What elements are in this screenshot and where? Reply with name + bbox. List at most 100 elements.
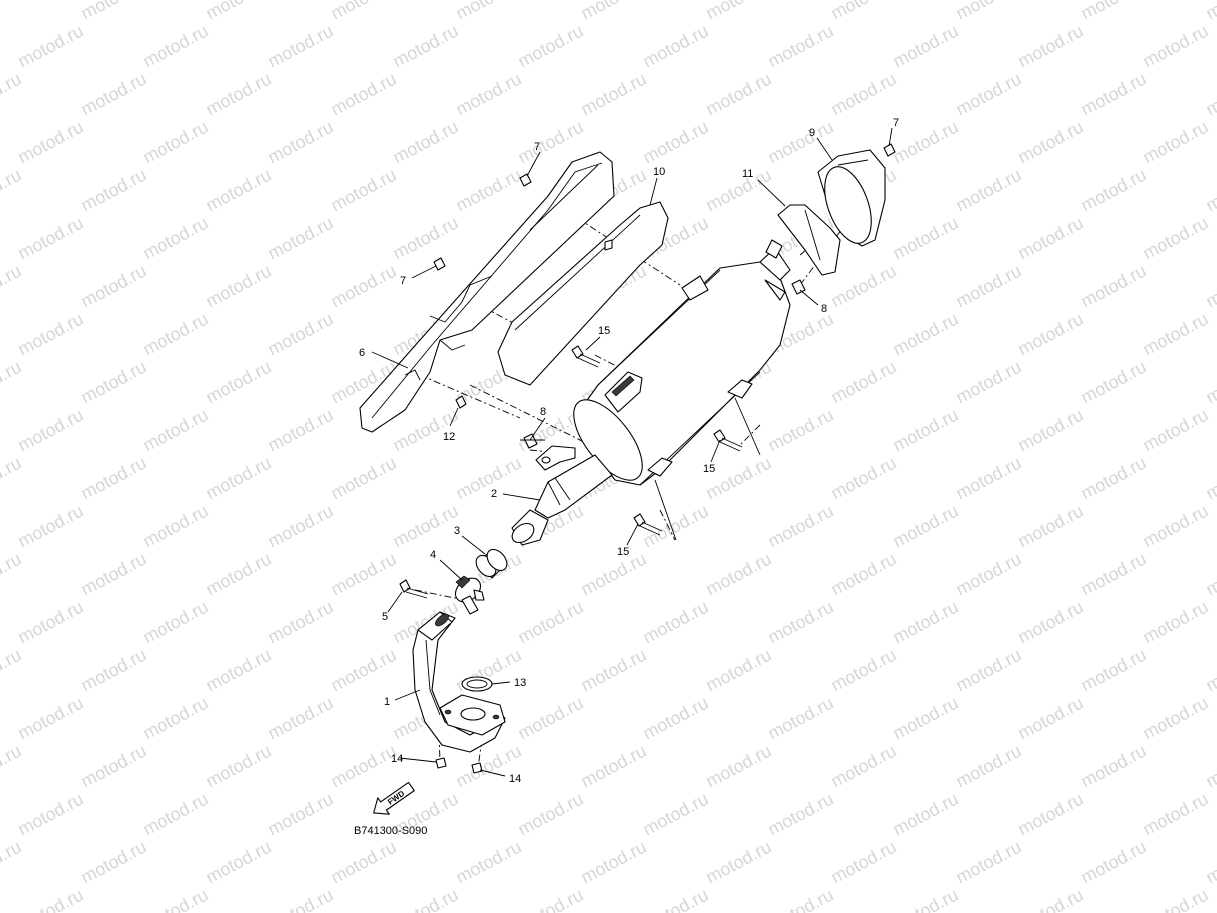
callout-6: 6 xyxy=(359,347,365,359)
watermark-text: motod.ru xyxy=(889,21,961,72)
watermark-text: motod.ru xyxy=(139,309,211,360)
part-4-clamp xyxy=(454,575,485,615)
watermark-text: motod.ru xyxy=(764,501,836,552)
bolt-5 xyxy=(399,579,429,599)
watermark-text: motod.ru xyxy=(264,789,336,840)
callout-2: 2 xyxy=(491,488,497,500)
watermark-text: motod.ru xyxy=(202,549,274,600)
watermark-text: motod.ru xyxy=(952,165,1024,216)
watermark-text: motod.ru xyxy=(889,501,961,552)
watermark-text: motod.ru xyxy=(1014,501,1086,552)
watermark-text: motod.ru xyxy=(639,885,711,913)
part-1-exhaust-pipe xyxy=(412,611,506,753)
callout-7-upper: 7 xyxy=(534,141,540,153)
nut-8-left xyxy=(523,433,538,449)
watermark-text: motod.ru xyxy=(639,21,711,72)
watermark-text: motod.ru xyxy=(139,789,211,840)
watermark-text: motod.ru xyxy=(514,597,586,648)
watermark-text: motod.ru xyxy=(639,789,711,840)
watermark-text: motod.ru xyxy=(577,549,649,600)
watermark-text: motod.ru xyxy=(0,645,25,696)
watermark-text: motod.ru xyxy=(1077,741,1149,792)
watermark-text: motod.ru xyxy=(1014,885,1086,913)
watermark-text: motod.ru xyxy=(14,21,86,72)
nut-7-left xyxy=(433,257,446,271)
callout-5: 5 xyxy=(382,611,388,623)
watermark-text: motod.ru xyxy=(202,837,274,888)
part-6-heat-protector xyxy=(359,151,615,433)
watermark-text: motod.ru xyxy=(1139,789,1211,840)
callout-14-right: 14 xyxy=(509,773,521,785)
watermark-text: motod.ru xyxy=(1014,789,1086,840)
leader-lines xyxy=(371,127,893,777)
watermark-text: motod.ru xyxy=(639,117,711,168)
part-11-end-cover xyxy=(777,204,841,276)
watermark-text: motod.ru xyxy=(827,645,899,696)
watermark-text: motod.ru xyxy=(764,885,836,913)
callout-11: 11 xyxy=(742,168,753,180)
watermark-text: motod.ru xyxy=(827,0,899,24)
callout-15-lower: 15 xyxy=(617,546,629,558)
watermark-text: motod.ru xyxy=(139,885,211,913)
watermark-text: motod.ru xyxy=(77,453,149,504)
part-10-heat-plate xyxy=(497,201,669,386)
watermark-text: motod.ru xyxy=(577,837,649,888)
watermark-text: motod.ru xyxy=(1202,69,1217,120)
watermark-text: motod.ru xyxy=(1014,693,1086,744)
watermark-text: motod.ru xyxy=(764,117,836,168)
watermark-text: motod.ru xyxy=(1014,117,1086,168)
watermark-text: motod.ru xyxy=(0,261,25,312)
watermark-text: motod.ru xyxy=(702,453,774,504)
part-12-clip xyxy=(455,395,467,409)
callout-13: 13 xyxy=(514,677,526,689)
part-3-gasket xyxy=(475,548,508,579)
watermark-text: motod.ru xyxy=(1202,0,1217,24)
watermark-text: motod.ru xyxy=(889,117,961,168)
watermark-text: motod.ru xyxy=(702,741,774,792)
watermark-text: motod.ru xyxy=(1202,357,1217,408)
callout-8-right: 8 xyxy=(821,303,827,315)
nut-14-right xyxy=(471,762,483,774)
watermark-text: motod.ru xyxy=(1139,885,1211,913)
callout-3: 3 xyxy=(454,525,460,537)
watermark-text: motod.ru xyxy=(702,645,774,696)
part-2-muffler xyxy=(511,239,791,546)
watermark-text: motod.ru xyxy=(0,69,25,120)
watermark-text: motod.ru xyxy=(202,357,274,408)
watermark-text: motod.ru xyxy=(1014,405,1086,456)
callout-1: 1 xyxy=(384,696,390,708)
watermark-text: motod.ru xyxy=(139,21,211,72)
watermark-text: motod.ru xyxy=(1014,309,1086,360)
watermark-text: motod.ru xyxy=(702,165,774,216)
watermark-text: motod.ru xyxy=(889,693,961,744)
callout-10: 10 xyxy=(653,166,665,178)
watermark-text: motod.ru xyxy=(264,405,336,456)
watermark-text: motod.ru xyxy=(1139,501,1211,552)
watermark-text: motod.ru xyxy=(202,453,274,504)
watermark-text: motod.ru xyxy=(264,213,336,264)
watermark-text: motod.ru xyxy=(1077,549,1149,600)
watermark-text: motod.ru xyxy=(0,165,25,216)
watermark-text: motod.ru xyxy=(514,693,586,744)
watermark-text: motod.ru xyxy=(889,789,961,840)
watermark-text: motod.ru xyxy=(1202,165,1217,216)
nut-7-upper xyxy=(519,173,532,187)
watermark-text: motod.ru xyxy=(0,549,25,600)
watermark-text: motod.ru xyxy=(264,885,336,913)
watermark-text: motod.ru xyxy=(952,549,1024,600)
watermark-text: motod.ru xyxy=(1014,213,1086,264)
watermark-text: motod.ru xyxy=(452,165,524,216)
watermark-text: motod.ru xyxy=(389,117,461,168)
diagram-code: B741300-S090 xyxy=(354,825,427,837)
callout-7-left: 7 xyxy=(400,275,406,287)
watermark-text: motod.ru xyxy=(14,405,86,456)
watermark-text: motod.ru xyxy=(952,0,1024,24)
watermark-text: motod.ru xyxy=(452,0,524,24)
watermark-text: motod.ru xyxy=(0,837,25,888)
watermark-text: motod.ru xyxy=(952,837,1024,888)
watermark-text: motod.ru xyxy=(764,789,836,840)
watermark-text: motod.ru xyxy=(827,69,899,120)
watermark-text: motod.ru xyxy=(764,693,836,744)
watermark-text: motod.ru xyxy=(1077,837,1149,888)
watermark-text: motod.ru xyxy=(702,0,774,24)
